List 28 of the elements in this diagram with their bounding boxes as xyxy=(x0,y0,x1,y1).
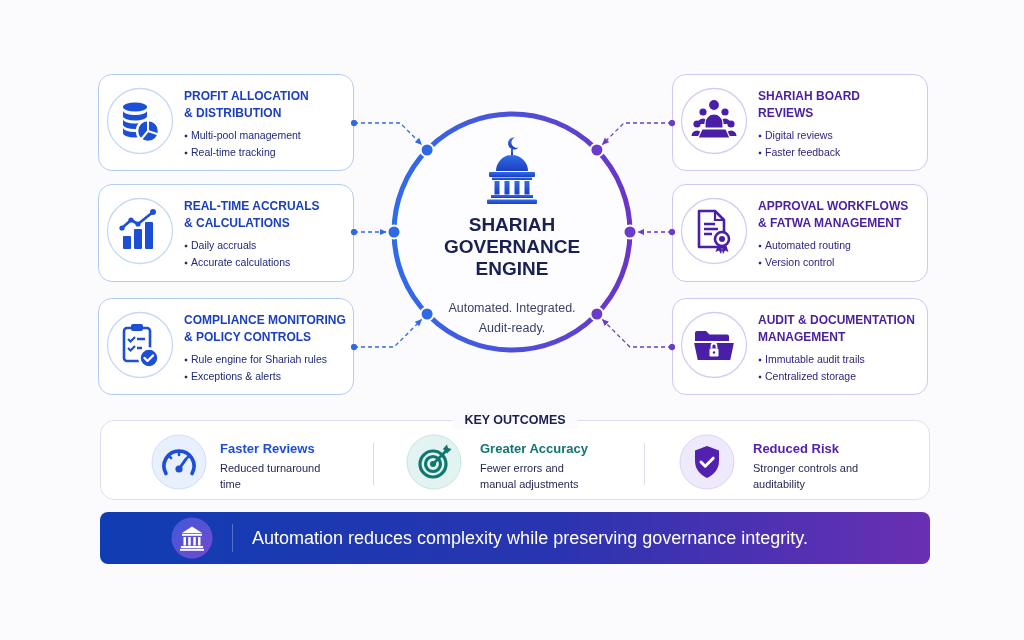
outcome-title: Greater Accuracy xyxy=(480,440,588,457)
outcome-title: Reduced Risk xyxy=(753,440,839,457)
summary-banner xyxy=(100,512,930,564)
card-title: SHARIAH BOARD REVIEWS xyxy=(758,88,861,122)
feature-card xyxy=(672,298,928,395)
card-title: AUDIT & DOCUMENTATION MANAGEMENT xyxy=(758,312,916,346)
card-title: COMPLIANCE MONITORING & POLICY CONTROLS xyxy=(184,312,347,346)
connector-arrow xyxy=(601,119,676,146)
feature-card xyxy=(672,74,928,171)
engine-tagline: Automated. Integrated. Audit-ready. xyxy=(447,300,577,337)
feature-card xyxy=(672,184,928,282)
connector-arrow xyxy=(637,228,676,236)
connector-arrow xyxy=(350,228,387,236)
card-title: APPROVAL WORKFLOWS & FATWA MANAGEMENT xyxy=(758,198,910,232)
outcome-description: Reduced turnaround time xyxy=(220,461,322,492)
card-title: REAL-TIME ACCRUALS & CALCULATIONS xyxy=(184,198,321,232)
feature-card xyxy=(98,74,354,171)
engine-title: SHARIAH GOVERNANCE ENGINE xyxy=(442,214,582,280)
banner-text: Automation reduces complexity while preserving governance integrity. xyxy=(252,527,808,550)
connector-arrow xyxy=(350,318,423,351)
outcome-description: Fewer errors and manual adjustments xyxy=(480,461,580,492)
connector-arrow xyxy=(350,119,423,146)
feature-card xyxy=(98,184,354,282)
connector-arrow xyxy=(601,318,676,351)
outcome-title: Faster Reviews xyxy=(220,440,315,457)
outcome-description: Stronger controls and auditability xyxy=(753,461,860,492)
feature-card xyxy=(98,298,354,395)
card-title: PROFIT ALLOCATION & DISTRIBUTION xyxy=(184,88,310,122)
